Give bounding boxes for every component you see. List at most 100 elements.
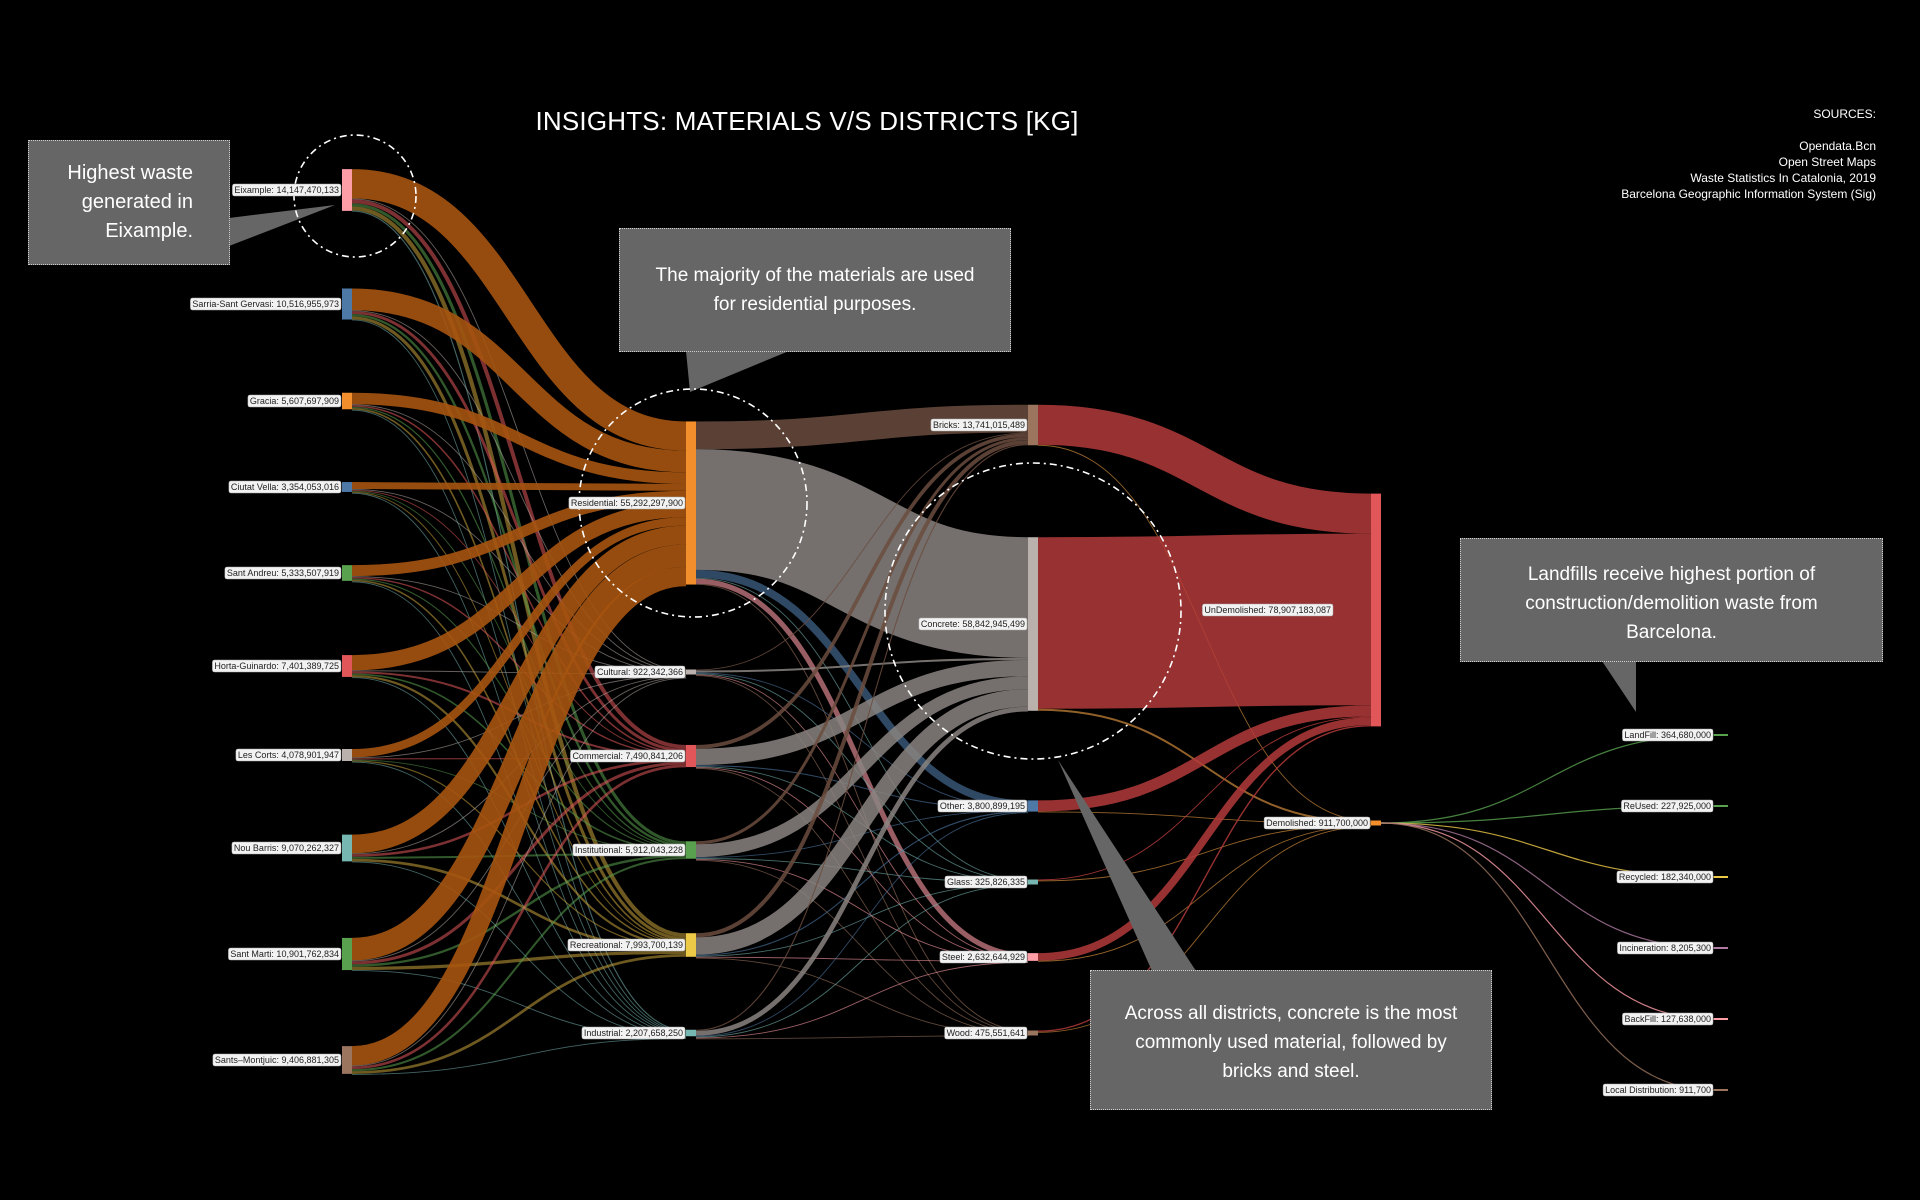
sankey-node [1371, 820, 1381, 826]
sankey-link [695, 437, 1029, 845]
node-label: Sant Andreu: 5,333,507,919 [227, 568, 339, 578]
callout-pointer-concrete [1058, 760, 1196, 971]
sankey-node [1714, 876, 1728, 878]
callout-landfill: Landfills receive highest portion of con… [1460, 538, 1883, 662]
node-label: Eixample: 14,147,470,133 [234, 185, 339, 195]
callout-line: Across all districts, concrete is the mo… [1124, 1003, 1458, 1024]
sankey-link [351, 210, 687, 1031]
callout-pointer-landfill [1602, 661, 1636, 712]
sankey-node [686, 421, 696, 585]
sankey-link [695, 812, 1029, 1037]
sankey-node [1028, 537, 1038, 711]
sankey-link [1037, 708, 1372, 824]
source-item: Open Street Maps [1778, 155, 1876, 169]
node-label: Glass: 325,826,335 [947, 877, 1025, 887]
node-label: Recreational: 7,993,700,139 [570, 940, 683, 950]
node-label-box [224, 566, 342, 580]
sankey-link [351, 169, 687, 451]
node-label-box [594, 665, 686, 679]
callout-line: generated in [81, 191, 193, 213]
sankey-link [351, 677, 687, 1067]
node-label: Sarria-Sant Gervasi: 10,516,955,973 [192, 299, 339, 309]
sankey-link [351, 544, 687, 961]
node-label: Local Distribution: 911,700 [1605, 1085, 1711, 1095]
node-label: Wood: 475,551,641 [947, 1028, 1025, 1038]
node-label: Other: 3,800,899,195 [940, 801, 1025, 811]
node-label-box [235, 748, 342, 762]
node-label-box [232, 183, 342, 197]
node-label-box [944, 875, 1028, 889]
sankey-link [1037, 705, 1372, 812]
sankey-node [342, 482, 352, 492]
node-label: Gracia: 5,607,697,909 [250, 396, 339, 406]
source-item: Opendata.Bcn [1799, 139, 1876, 153]
sankey-node [342, 655, 352, 677]
node-label-box [930, 418, 1028, 432]
sankey-link [351, 674, 687, 759]
sankey-node [342, 169, 352, 211]
sankey-link [695, 444, 1029, 1031]
callout-pointer-residential [686, 351, 789, 392]
page-title: INSIGHTS: MATERIALS V/S DISTRICTS [KG] [535, 106, 1079, 136]
sankey-link [1380, 822, 1715, 878]
node-label: Concrete: 58,842,945,499 [921, 619, 1025, 629]
sankey-link [351, 857, 687, 1072]
node-label-box [231, 841, 342, 855]
node-label-box [568, 496, 686, 510]
node-label-box [581, 1026, 686, 1040]
sankey-link [351, 761, 687, 1037]
sankey-link [351, 199, 687, 749]
sankey-link [1037, 404, 1372, 534]
sankey-link [351, 525, 687, 854]
sankey-node [1028, 953, 1038, 961]
sankey-link [351, 1038, 687, 1075]
sankey-node [342, 288, 352, 320]
sources-block: SOURCES: Opendata.Bcn Open Street Maps W… [1621, 106, 1876, 202]
sankey-node [1028, 879, 1038, 885]
sankey-link [351, 760, 687, 949]
node-label-box [1616, 870, 1714, 884]
node-label: Les Corts: 4,078,901,947 [238, 750, 339, 760]
callout-line: Landfills receive highest portion of [1527, 564, 1816, 585]
node-label: ReUsed: 227,925,000 [1623, 801, 1711, 811]
sankey-link [1037, 533, 1372, 709]
sankey-link [695, 675, 1029, 1033]
sankey-link [351, 489, 687, 755]
node-label: Industrial: 2,207,658,250 [584, 1028, 683, 1038]
source-item: Barcelona Geographic Information System … [1621, 187, 1876, 201]
sankey-node [342, 748, 352, 762]
callout-line: The majority of the materials are used [655, 265, 975, 286]
sankey-node [1028, 800, 1038, 812]
node-label: Commercial: 7,490,841,206 [572, 751, 683, 761]
sankey-link [1380, 822, 1715, 949]
sankey-link [351, 953, 687, 1074]
sankey-link [351, 950, 687, 971]
node-label: Incineration: 8,205,300 [1619, 943, 1711, 953]
sankey-link [695, 706, 1029, 1036]
node-label-box [570, 749, 686, 763]
sankey-link [695, 767, 1029, 961]
sankey-link [695, 432, 1029, 671]
sankey-node [686, 1029, 696, 1037]
sankey-link [351, 406, 687, 848]
sankey-node [686, 841, 696, 859]
node-label-box [190, 297, 342, 311]
node-label: Residential: 55,292,297,900 [571, 498, 683, 508]
sankey-link [695, 673, 1029, 882]
node-label: Recycled: 182,340,000 [1619, 872, 1711, 882]
node-label-box [228, 947, 342, 961]
callout-line: Eixample. [105, 220, 193, 242]
callout-eixample: Highest waste generated in Eixample. [28, 140, 230, 265]
sankey-link [695, 811, 1029, 956]
node-label-box [1202, 603, 1334, 617]
sankey-link [351, 517, 687, 758]
sankey-node [1714, 1018, 1728, 1020]
callout-line: Barcelona. [1626, 622, 1717, 643]
sankey-link [1037, 716, 1372, 881]
sankey-link [695, 884, 1029, 1038]
sources-heading: SOURCES: [1813, 107, 1876, 121]
sankey-link [695, 961, 1029, 1039]
sankey-link [695, 767, 1029, 1034]
